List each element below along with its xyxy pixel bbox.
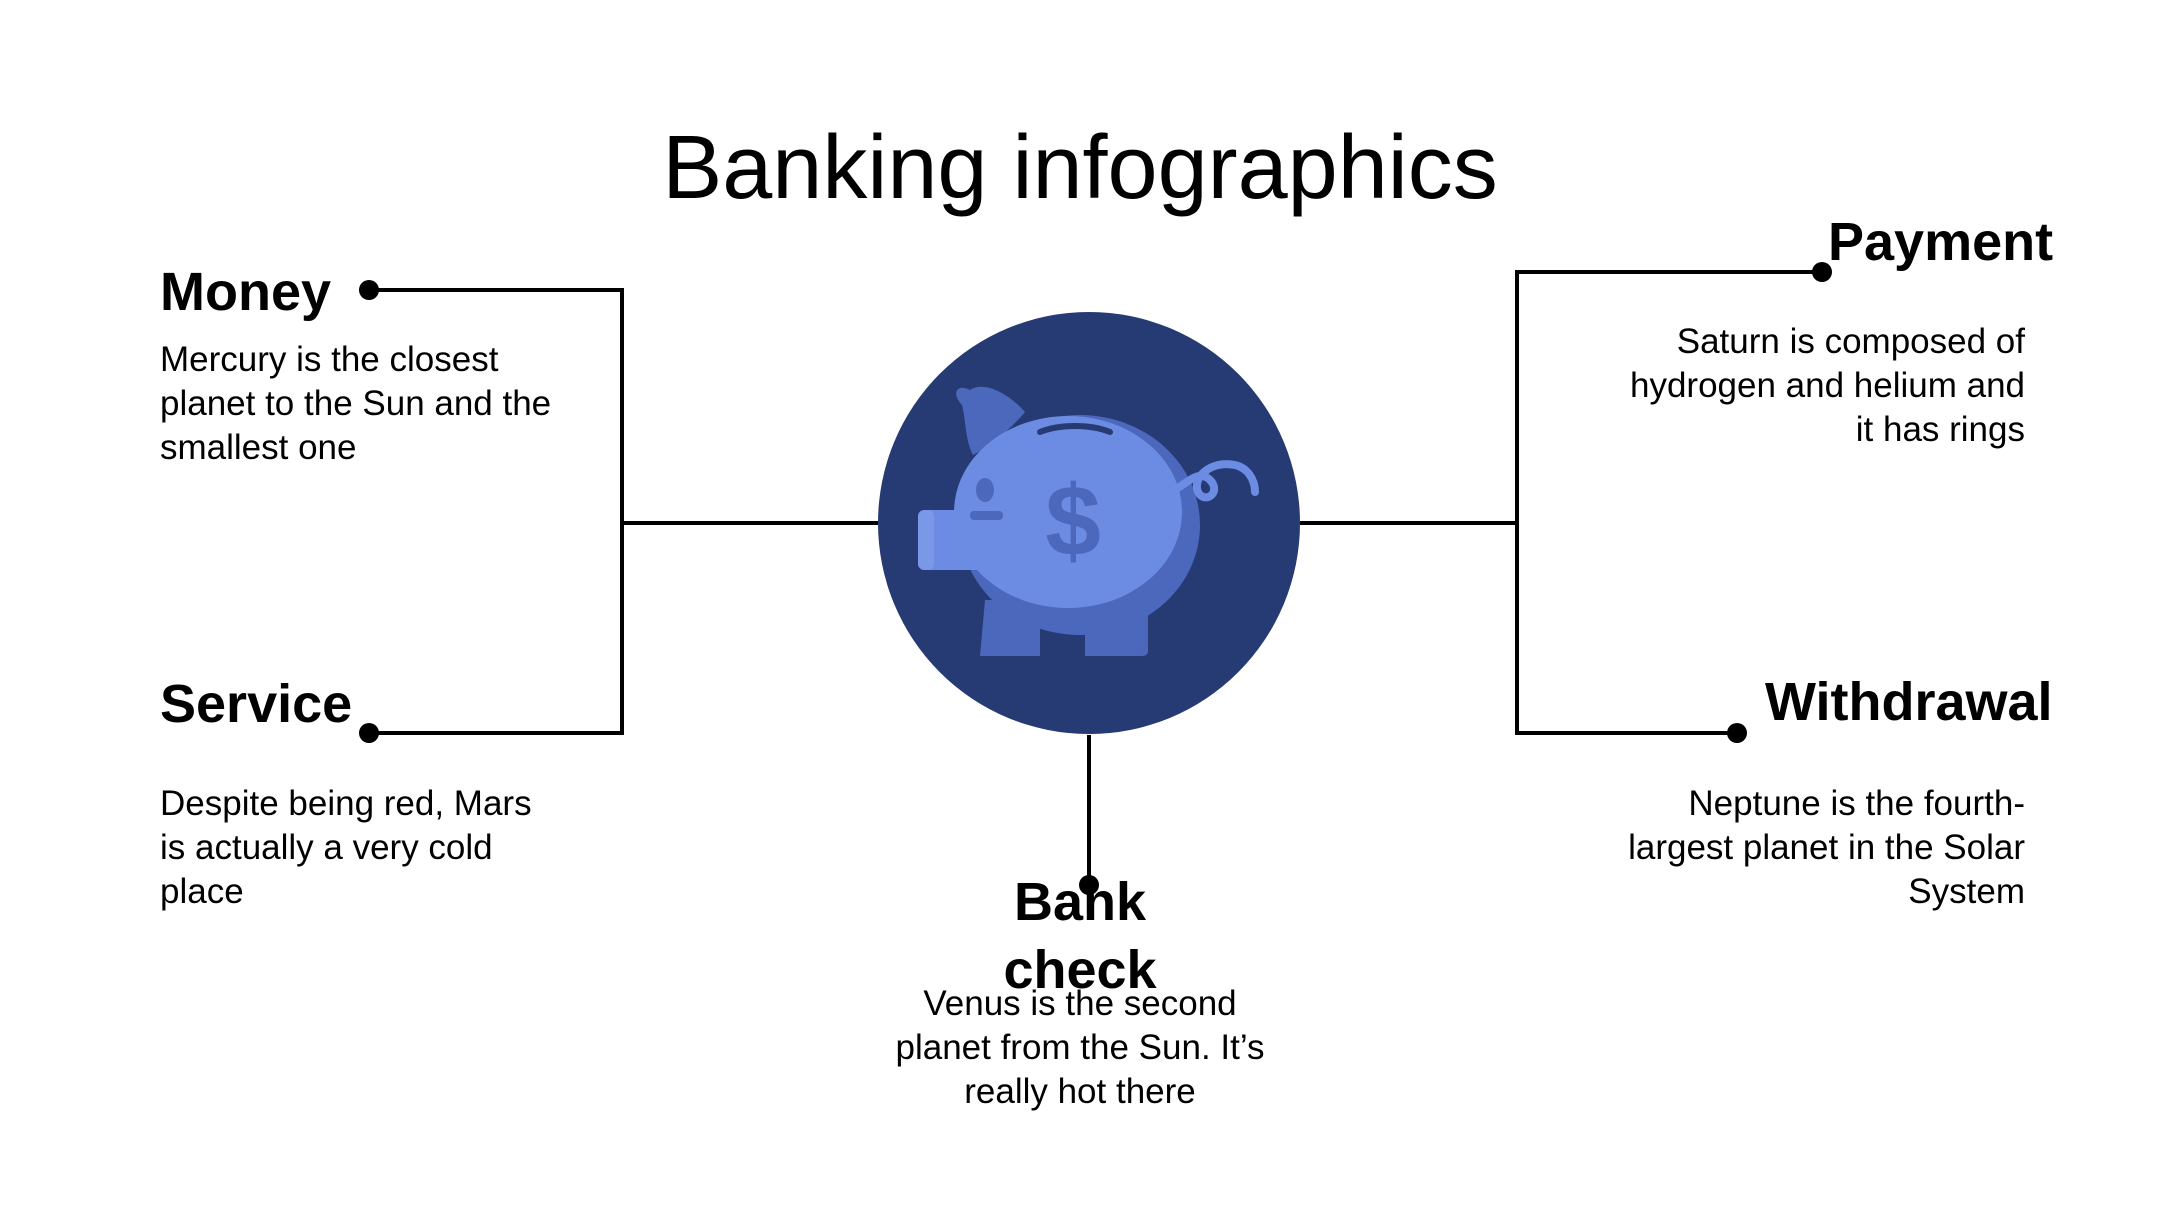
piggy-snout-shade — [918, 510, 934, 570]
piggy-body — [954, 416, 1182, 608]
piggy-mouth — [970, 511, 1003, 520]
description-bank-check: Venus is the second planet from the Sun.… — [895, 984, 1265, 1111]
dollar-sign-symbol: $ — [1045, 465, 1101, 577]
connector-lines — [369, 270, 1822, 885]
dot-withdrawal — [1727, 723, 1747, 743]
heading-bank-check: Bank check — [1003, 872, 1157, 1000]
dot-money — [359, 280, 379, 300]
piggy-ear — [956, 386, 1025, 455]
heading-service: Service — [160, 674, 353, 734]
connector-payment — [1515, 270, 1822, 735]
heading-withdrawal: Withdrawal — [1765, 672, 2053, 732]
description-withdrawal: Neptune is the fourth-largest planet in … — [1628, 784, 2025, 911]
dot-service — [359, 723, 379, 743]
dot-payment — [1812, 262, 1832, 282]
piggy-tail — [1171, 460, 1259, 502]
connector-money — [369, 288, 624, 735]
description-service: Despite being red, Mars is actually a ve… — [160, 784, 532, 911]
heading-payment: Payment — [1828, 212, 2054, 272]
connector-dots — [359, 262, 1832, 895]
slide-title: Banking infographics — [662, 118, 1498, 218]
piggy-bank-icon: $ — [918, 386, 1259, 656]
description-money: Mercury is the closest planet to the Sun… — [160, 340, 552, 467]
piggy-coin-slot — [1037, 423, 1113, 435]
dot-bank-check — [1079, 875, 1099, 895]
description-payment: Saturn is composed of hydrogen and heliu… — [1629, 322, 2025, 449]
heading-money: Money — [160, 262, 332, 322]
piggy-eye — [976, 478, 994, 502]
